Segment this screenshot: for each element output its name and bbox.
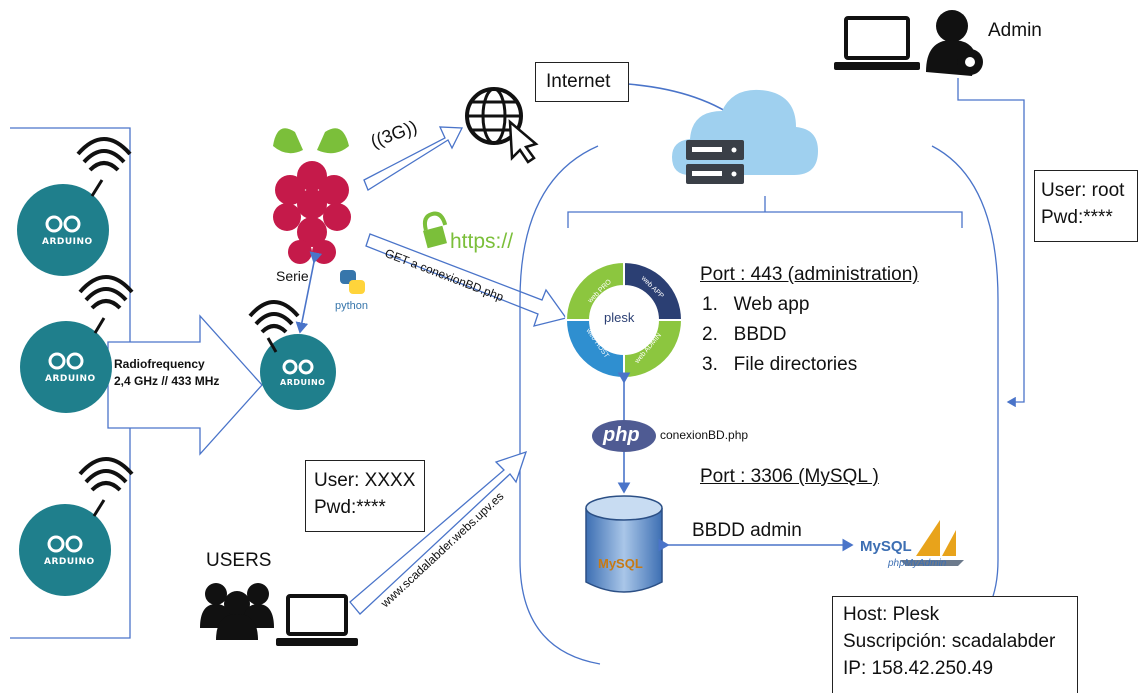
plesk-wheel (564, 260, 684, 380)
root-user: User: root (1041, 180, 1125, 201)
lock-icon (422, 211, 448, 249)
cloud-server-icon (672, 89, 818, 184)
arduino-logos (45, 215, 314, 553)
arduino-board-2 (20, 275, 134, 413)
mysql-database-icon (585, 495, 663, 593)
host-line: Host: Plesk (843, 604, 940, 625)
users-label: USERS (206, 550, 272, 571)
host-info-box: Host: Plesk Suscripción: scadalabder IP:… (832, 596, 1078, 693)
arduino-label-2: ARDUINO (45, 374, 96, 384)
arduino-group-frame (10, 127, 131, 639)
subscription-line: Suscripción: scadalabder (843, 631, 1056, 652)
plesk-center-label: plesk (604, 310, 635, 325)
arduino-label-1: ARDUINO (42, 237, 93, 247)
raspberry-pi-icon (273, 128, 351, 264)
phpmyadmin-logo (900, 520, 964, 566)
users-laptop-icon (276, 594, 358, 646)
admin-user-icon (926, 10, 983, 76)
port3306-title: Port : 3306 (MySQL ) (700, 466, 879, 487)
user-user: User: XXXX (314, 470, 416, 491)
server-boundary (519, 145, 601, 665)
https-label: https:// (450, 230, 514, 253)
internet-label: Internet (546, 71, 611, 92)
user-pwd: Pwd:**** (314, 497, 386, 518)
arduino-board-1 (17, 137, 132, 276)
root-pwd: Pwd:**** (1041, 207, 1113, 228)
conexion-label: conexionBD.php (660, 428, 749, 442)
radiofrequency-line2: 2,4 GHz // 433 MHz (114, 374, 220, 388)
phpmyadmin-label: phpMyAdmin (888, 558, 947, 569)
arduino-label-gateway: ARDUINO (280, 378, 326, 387)
port443-title: Port : 443 (administration) (700, 264, 919, 285)
admin-connector (957, 78, 1025, 408)
ip-line: IP: 158.42.250.49 (843, 658, 994, 679)
radiofrequency-arrow (107, 314, 263, 456)
php-label: php (603, 424, 640, 446)
admin-laptop-icon (834, 16, 920, 70)
root-credentials-box: User: root Pwd:**** (1034, 170, 1138, 242)
port443-item-1: 1. Web app (702, 294, 810, 315)
arduino-label-3: ARDUINO (44, 557, 95, 567)
admin-label: Admin (988, 20, 1042, 41)
mysql-db-label: MySQL (598, 556, 643, 571)
port443-item-2: 2. BBDD (702, 324, 787, 345)
bbdd-admin-label: BBDD admin (692, 520, 802, 541)
radiofrequency-line1: Radiofrequency (114, 357, 205, 371)
python-logo (340, 270, 365, 294)
radiofrequency-label: Radiofrequency 2,4 GHz // 433 MHz (114, 356, 219, 390)
mysql-logo-label: MySQL (860, 538, 912, 555)
3g-arrow (363, 126, 464, 191)
port443-item-3: 3. File directories (702, 354, 858, 375)
internet-box: Internet (535, 62, 629, 102)
user-credentials-box: User: XXXX Pwd:**** (305, 460, 425, 532)
serie-connector (295, 251, 323, 334)
serie-label: Serie (276, 268, 309, 284)
arduino-board-3 (19, 457, 134, 596)
https-arrow (365, 233, 568, 327)
python-label: python (335, 300, 369, 312)
users-group-icon (200, 583, 274, 640)
plesk-segment-host (564, 319, 625, 380)
plesk-center (592, 288, 656, 352)
users-url-arrow (349, 450, 528, 615)
server-bracket (567, 196, 963, 228)
php-logo (592, 420, 656, 452)
arduino-board-gateway (248, 300, 336, 410)
globe-cursor-icon (465, 87, 539, 164)
